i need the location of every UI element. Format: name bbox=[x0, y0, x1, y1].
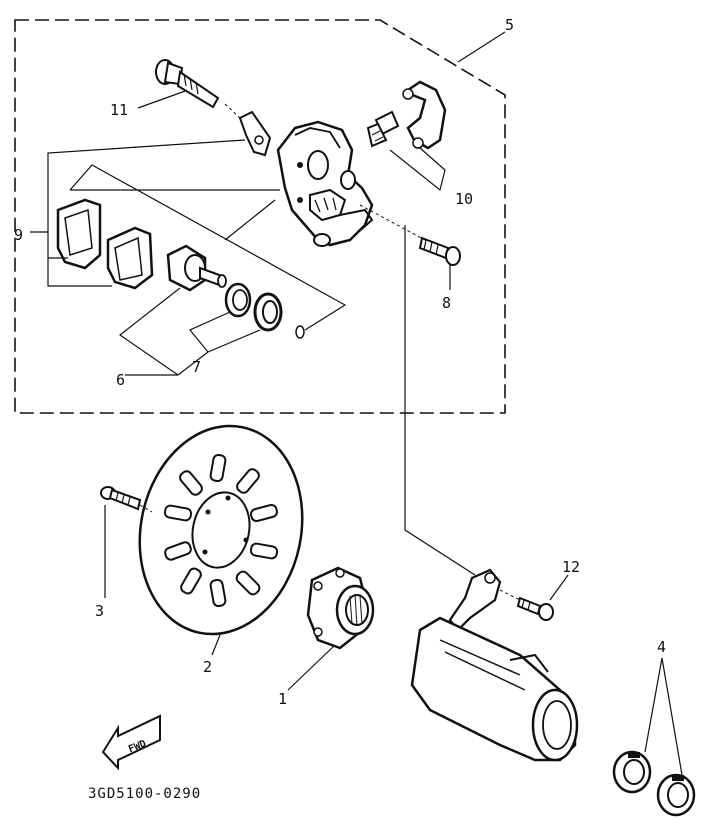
label-10: 10 bbox=[455, 190, 473, 208]
leader-7 bbox=[177, 311, 261, 376]
leader-4 bbox=[644, 657, 683, 776]
brake-pad-a bbox=[56, 198, 102, 270]
label-6: 6 bbox=[116, 371, 125, 389]
caliper-mount-bracket bbox=[448, 568, 502, 632]
piston-group-outline bbox=[69, 164, 347, 331]
leader-6 bbox=[118, 287, 181, 376]
retaining-ring bbox=[295, 325, 305, 339]
collar-a bbox=[612, 750, 652, 794]
label-4: 4 bbox=[657, 638, 666, 656]
caliper-bleed-bolt bbox=[366, 110, 400, 148]
caliper-body bbox=[276, 120, 374, 247]
leader-10 bbox=[389, 147, 446, 192]
label-3: 3 bbox=[95, 602, 104, 620]
caliper-assembly-boundary bbox=[14, 19, 506, 414]
disc-bolt bbox=[100, 486, 153, 513]
hose-clip bbox=[402, 80, 447, 150]
leader-2 bbox=[211, 634, 221, 656]
pad-retainer-bracket bbox=[224, 103, 272, 157]
label-5: 5 bbox=[505, 16, 514, 34]
mounting-bolt bbox=[418, 236, 461, 290]
leader-9 bbox=[30, 139, 246, 287]
drawing-code: 3GD5100-0290 bbox=[88, 786, 201, 802]
piston-seal-b bbox=[253, 292, 283, 332]
leader-12 bbox=[549, 574, 569, 601]
label-1: 1 bbox=[278, 690, 287, 708]
brake-cylinder-housing bbox=[410, 616, 579, 762]
forward-direction-arrow: FWD bbox=[101, 714, 161, 771]
label-8: 8 bbox=[442, 294, 451, 312]
caliper-pin-bolt bbox=[137, 59, 220, 109]
bolt-8-axis bbox=[359, 204, 426, 241]
label-11: 11 bbox=[110, 101, 128, 119]
collar-b bbox=[656, 773, 696, 817]
label-7: 7 bbox=[192, 358, 201, 376]
brake-disc bbox=[138, 424, 304, 636]
leader-1 bbox=[287, 644, 336, 691]
brake-pad-b bbox=[106, 226, 154, 290]
leader-5 bbox=[457, 31, 506, 63]
caliper-to-mount-link bbox=[404, 225, 476, 576]
label-2: 2 bbox=[203, 658, 212, 676]
piston-seal-a bbox=[224, 282, 252, 318]
bracket-bolt bbox=[499, 589, 554, 621]
caliper-piston bbox=[166, 244, 227, 292]
wheel-hub bbox=[306, 566, 375, 650]
label-9: 9 bbox=[14, 226, 23, 244]
label-12: 12 bbox=[562, 558, 580, 576]
